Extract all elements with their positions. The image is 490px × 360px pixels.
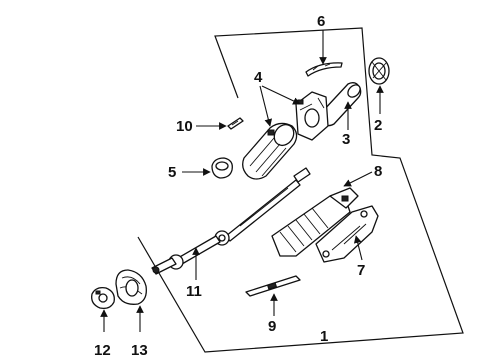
part-12-coupling [91, 286, 115, 310]
leader-7 [353, 235, 363, 261]
part-2-boot-seal [368, 57, 390, 85]
part-10-key [227, 117, 244, 130]
callout-7: 7 [357, 262, 365, 279]
part-5-collar-ring [211, 157, 233, 179]
leader-lines [100, 30, 384, 332]
callout-10: 10 [176, 118, 193, 135]
leader-4a [261, 85, 301, 105]
callout-5: 5 [168, 164, 176, 181]
callout-8: 8 [374, 163, 382, 180]
part-6-clip [305, 62, 343, 77]
callout-labels: 6 2 3 4 10 5 8 7 11 9 1 12 13 [94, 13, 382, 359]
leader-4b [259, 85, 273, 127]
callout-2: 2 [374, 117, 382, 134]
part-4-lock-housing [295, 91, 329, 141]
callout-3: 3 [342, 131, 350, 148]
callout-4: 4 [254, 69, 263, 86]
part-8-column-body [271, 187, 359, 257]
part-4-upper-housing-tube [242, 122, 298, 180]
part-9-shim-strip [245, 275, 301, 297]
callout-9: 9 [268, 318, 276, 335]
part-13-flex-boot [115, 269, 147, 305]
leader-8 [343, 171, 373, 187]
callout-11: 11 [186, 283, 202, 300]
callout-13: 13 [131, 342, 148, 359]
callout-12: 12 [94, 342, 111, 359]
part-7-mounting-bracket [315, 205, 379, 263]
callout-1: 1 [320, 328, 328, 345]
callout-6: 6 [317, 13, 325, 30]
assembly-frame [137, 27, 464, 353]
part-11-steering-shaft [151, 167, 311, 275]
